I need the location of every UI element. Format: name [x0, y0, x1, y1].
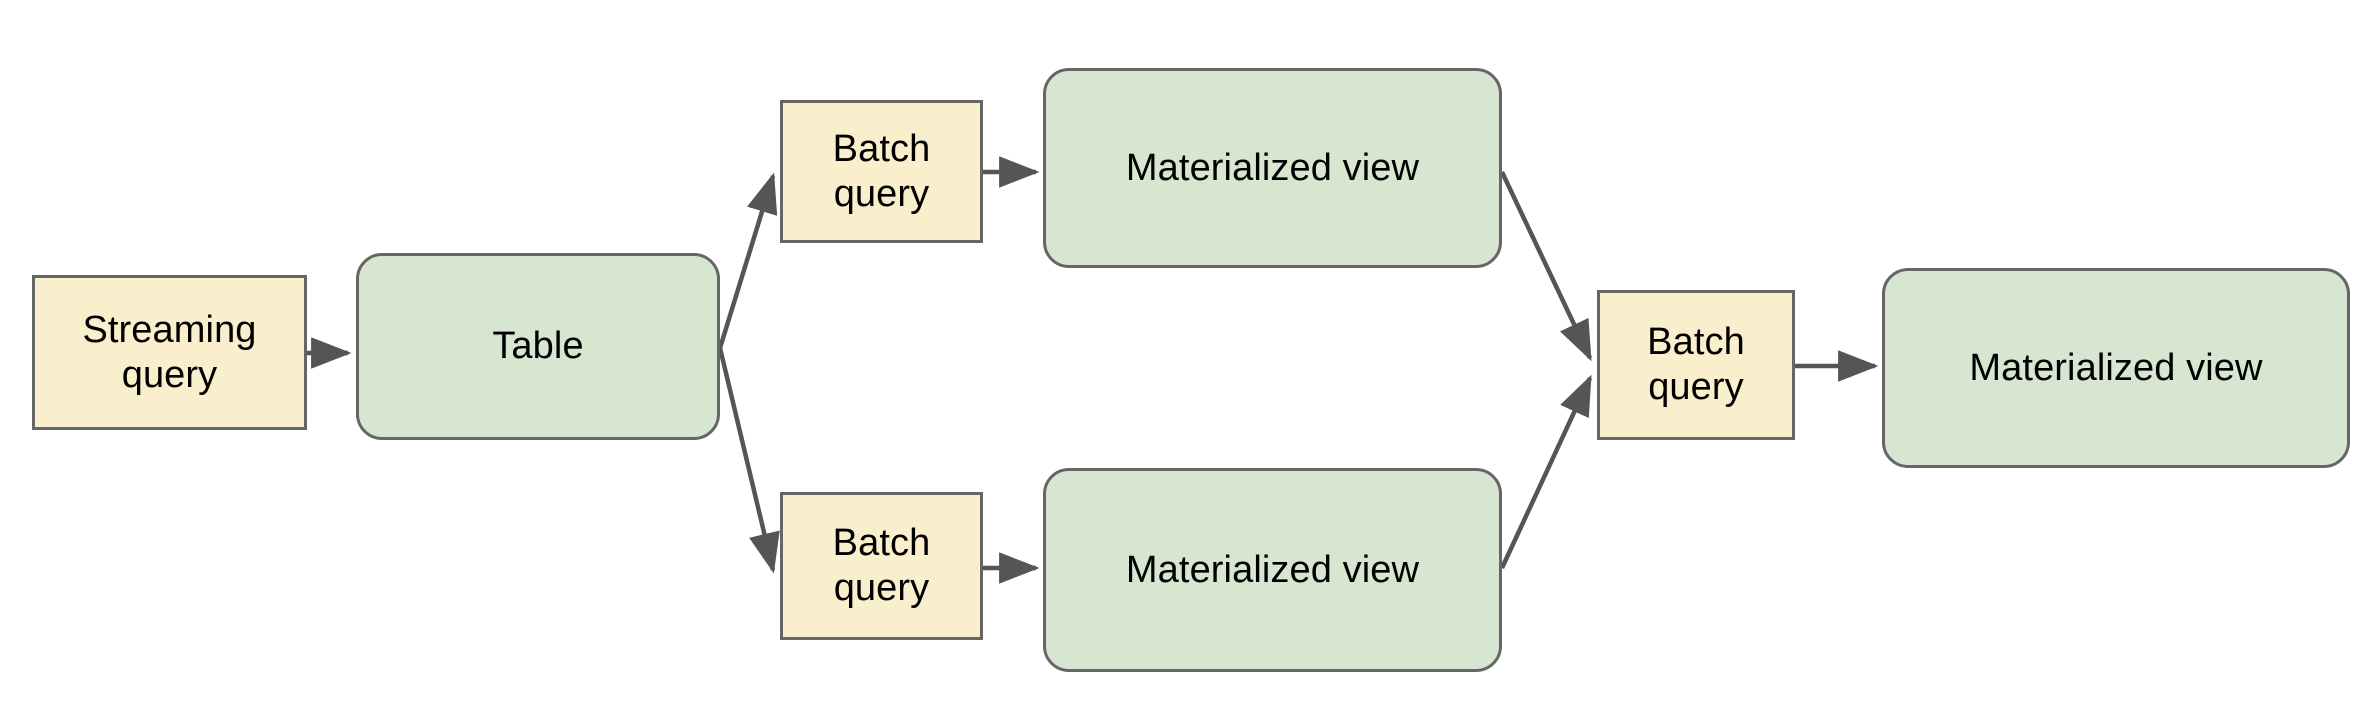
node-label-batch-query-top: Batch query: [832, 127, 931, 215]
node-label-materialized-view-top: Materialized view: [1125, 146, 1420, 189]
node-materialized-view-right[interactable]: Materialized view: [1882, 268, 2350, 468]
node-label-materialized-view-bottom: Materialized view: [1125, 548, 1420, 591]
node-materialized-view-bottom[interactable]: Materialized view: [1043, 468, 1502, 672]
node-batch-query-right[interactable]: Batch query: [1597, 290, 1795, 440]
edge-table-to-batch-query-bottom: [717, 347, 780, 574]
node-batch-query-bottom[interactable]: Batch query: [780, 492, 983, 640]
node-label-materialized-view-right: Materialized view: [1969, 346, 2263, 389]
node-label-batch-query-bottom: Batch query: [832, 522, 931, 609]
node-table[interactable]: Table: [356, 253, 720, 440]
node-streaming-query[interactable]: Streaming query: [32, 275, 307, 430]
node-batch-query-top[interactable]: Batch query: [780, 100, 983, 243]
node-label-batch-query-right: Batch query: [1647, 321, 1745, 408]
edge-materialized-view-bottom-to-batch-query-right: [1499, 374, 1593, 569]
node-label-streaming-query: Streaming query: [82, 308, 257, 396]
node-materialized-view-top[interactable]: Materialized view: [1043, 68, 1502, 268]
edge-table-to-batch-query-top: [717, 172, 778, 349]
edge-materialized-view-top-to-batch-query-right: [1499, 171, 1593, 362]
node-label-table: Table: [492, 325, 584, 368]
